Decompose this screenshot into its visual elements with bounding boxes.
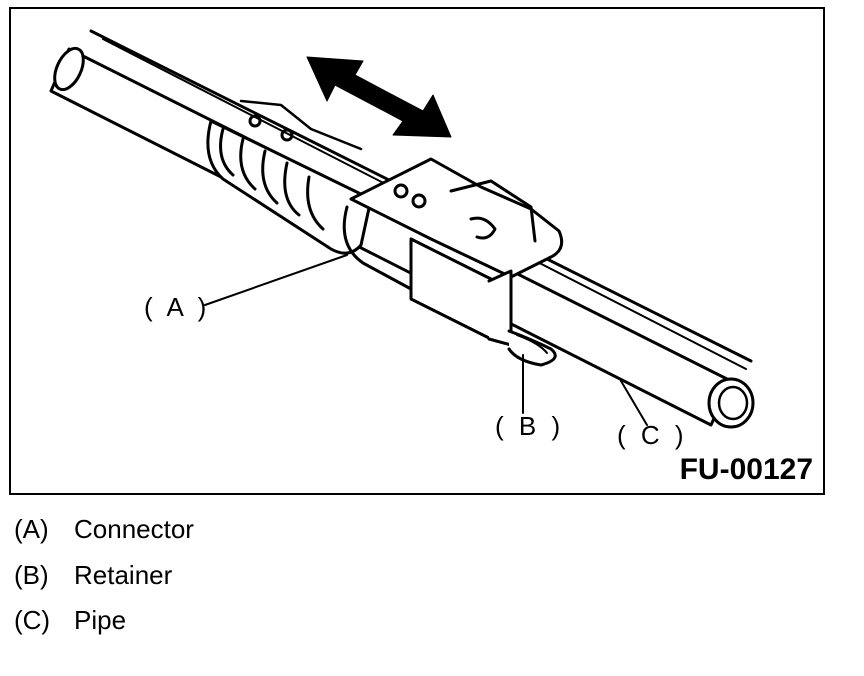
diagram-figure: ( A ) ( B ) ( C ) FU-00127 [9,7,825,495]
legend-key: (B) [14,560,49,590]
legend-label: Retainer [74,560,173,590]
callout-b: ( B ) [495,411,565,441]
legend-label: Pipe [74,605,127,635]
connector-illustration [206,99,564,341]
legend-key: (A) [14,514,49,544]
callout-a: ( A ) [144,292,211,322]
legend-item-c: (C) Pipe [14,605,126,636]
legend-item-b: (B) Retainer [14,560,172,591]
pipe-illustration [49,29,755,429]
retainer-illustration [487,269,557,367]
figure-id: FU-00127 [679,453,813,486]
callout-c: ( C ) [617,420,688,450]
leader-lines [204,254,648,426]
legend-item-a: (A) Connector [14,514,194,545]
connector-drawing [49,29,755,429]
legend-label: Connector [74,514,194,544]
leader-line-c [620,380,648,426]
double-arrow-icon [306,56,452,138]
legend-key: (C) [14,605,51,635]
leader-line-a [204,254,348,306]
